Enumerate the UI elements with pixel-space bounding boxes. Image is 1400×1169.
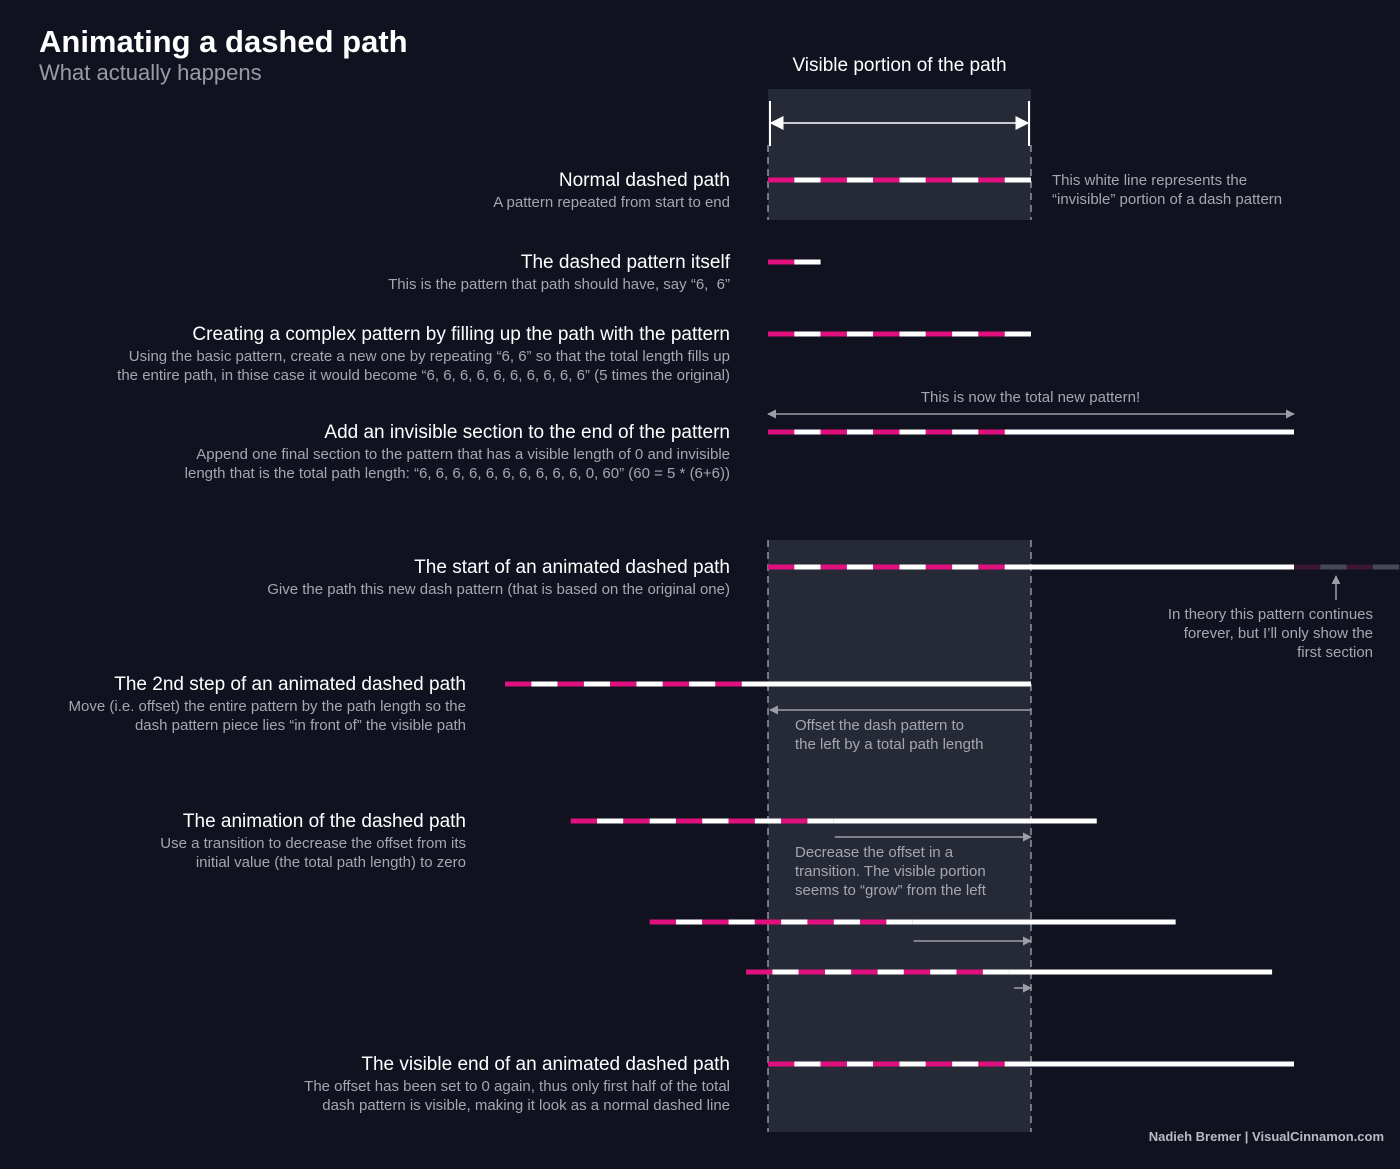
note-total-pattern: This is now the total new pattern! [920, 389, 1141, 406]
page-subtitle: What actually happens [39, 60, 262, 85]
note-decrease-offset: Decrease the offset in a transition. The… [795, 844, 986, 899]
section-heading-animation: The animation of the dashed path [182, 811, 466, 832]
visible-portion-label: Visible portion of the path [792, 55, 1007, 76]
section-desc-complex: Using the basic pattern, create a new on… [117, 348, 730, 384]
section-desc-second-step: Move (i.e. offset) the entire pattern by… [68, 698, 466, 734]
section-desc-start: Give the path this new dash pattern (tha… [267, 581, 730, 598]
note-white-line: This white line represents the “invisibl… [1052, 172, 1283, 208]
section-desc-pattern: This is the pattern that path should hav… [388, 276, 730, 293]
section-desc-normal: A pattern repeated from start to end [493, 194, 730, 211]
visible-region-top [768, 89, 1031, 220]
page-title: Animating a dashed path [39, 24, 408, 59]
section-heading-visible-end: The visible end of an animated dashed pa… [361, 1054, 730, 1075]
section-heading-complex: Creating a complex pattern by filling up… [192, 324, 730, 345]
section-desc-visible-end: The offset has been set to 0 again, thus… [304, 1078, 730, 1114]
section-heading-invisible: Add an invisible section to the end of t… [324, 422, 730, 443]
section-heading-start: The start of an animated dashed path [414, 557, 730, 578]
credit: Nadieh Bremer | VisualCinnamon.com [1148, 1129, 1384, 1144]
section-desc-animation: Use a transition to decrease the offset … [160, 835, 466, 871]
note-theory: In theory this pattern continues forever… [1167, 606, 1373, 661]
section-heading-pattern: The dashed pattern itself [520, 252, 730, 273]
section-heading-second-step: The 2nd step of an animated dashed path [114, 674, 466, 695]
visible-region-bottom [768, 540, 1031, 1132]
section-desc-invisible: Append one final section to the pattern … [184, 446, 730, 482]
note-offset-left: Offset the dash pattern to the left by a… [795, 717, 984, 753]
section-heading-normal: Normal dashed path [558, 170, 730, 191]
